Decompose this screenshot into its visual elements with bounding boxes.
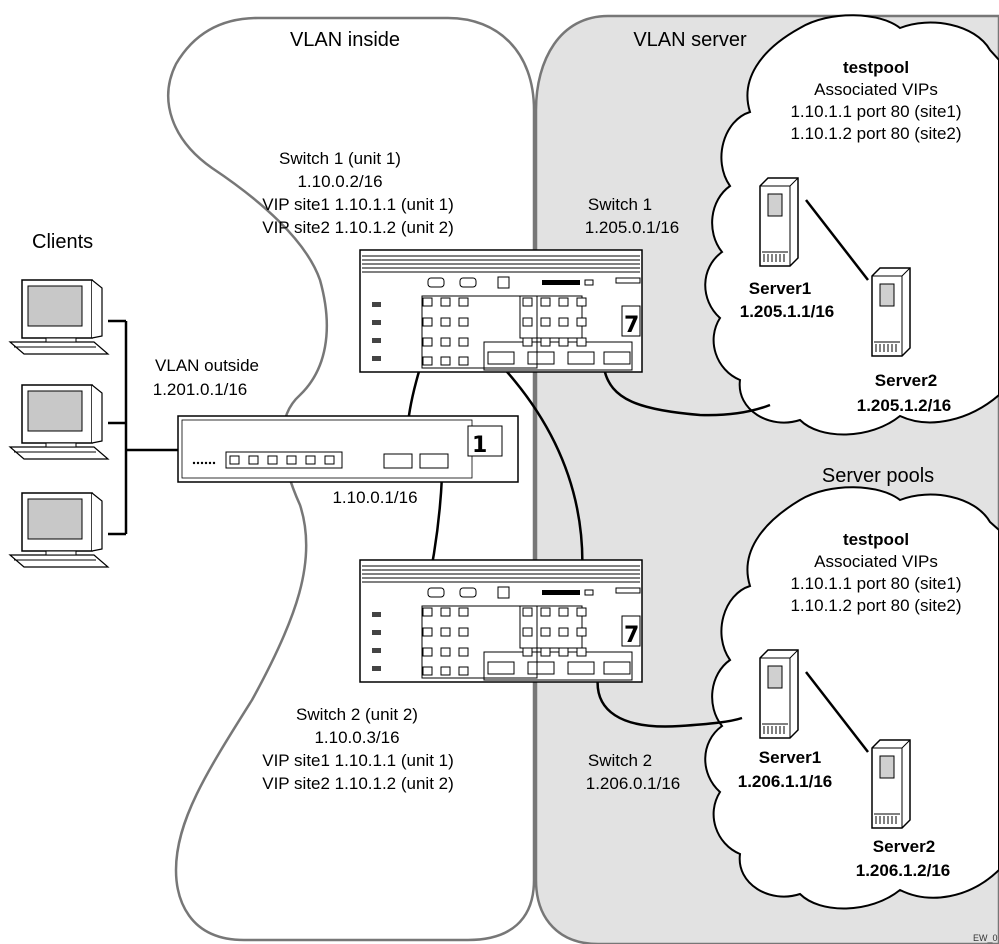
- server-pools-label: Server pools: [821, 465, 935, 487]
- switch2-inside-ip: 1.10.0.3/16: [314, 728, 400, 747]
- switch2-inside-name: Switch 2 (unit 2): [296, 705, 418, 724]
- switch2-server-name: Switch 2: [587, 751, 653, 770]
- pool2-vip1: 1.10.1.1 port 80 (site1): [790, 574, 962, 593]
- pool1-server2-name: Server2: [874, 371, 938, 390]
- clients-title: Clients: [32, 231, 94, 253]
- pool1-assoc-label: Associated VIPs: [814, 80, 938, 99]
- switch2-inside-vip1: VIP site1 1.10.1.1 (unit 1): [262, 751, 454, 770]
- pool1-server1-icon: [759, 177, 799, 267]
- pool2-name: testpool: [842, 530, 910, 549]
- client-computer-1: [9, 279, 109, 355]
- pool2-server2-name: Server2: [872, 837, 936, 856]
- pool1-server2-icon: [871, 267, 911, 357]
- figure-code: EW_0: [973, 933, 998, 943]
- pool2-server1-icon: [759, 649, 799, 739]
- vlan-outside-name: VLAN outside: [155, 356, 259, 375]
- switch-1-device: [359, 249, 643, 373]
- switch-2-device: [359, 559, 643, 683]
- center-switch-device: [177, 415, 519, 483]
- pool2-server1-ip: 1.206.1.1/16: [737, 772, 833, 791]
- pool1-vip2: 1.10.1.2 port 80 (site2): [790, 124, 962, 143]
- pool1-server2-ip: 1.205.1.2/16: [856, 396, 952, 415]
- switch2-server-ip: 1.206.0.1/16: [585, 774, 681, 793]
- switch1-inside-ip: 1.10.0.2/16: [297, 172, 383, 191]
- pool2-server2-icon: [871, 739, 911, 829]
- switch1-inside-vip1: VIP site1 1.10.1.1 (unit 1): [262, 195, 454, 214]
- pool2-server2-ip: 1.206.1.2/16: [855, 861, 951, 880]
- server-pool-cloud-2: [704, 486, 999, 910]
- pool1-server1-ip: 1.205.1.1/16: [739, 302, 835, 321]
- switch1-server-ip: 1.205.0.1/16: [584, 218, 680, 237]
- vlan-outside-ip: 1.201.0.1/16: [152, 380, 248, 399]
- switch1-server-name: Switch 1: [587, 195, 653, 214]
- switch1-inside-name: Switch 1 (unit 1): [279, 149, 401, 168]
- center-switch-ip: 1.10.0.1/16: [332, 488, 418, 507]
- pool1-vip1: 1.10.1.1 port 80 (site1): [790, 102, 962, 121]
- pool2-assoc-label: Associated VIPs: [814, 552, 938, 571]
- client-wiring: [108, 319, 180, 536]
- client-computer-3: [9, 492, 109, 568]
- pool2-vip2: 1.10.1.2 port 80 (site2): [790, 596, 962, 615]
- switch2-inside-vip2: VIP site2 1.10.1.2 (unit 2): [262, 774, 454, 793]
- pool1-server1-name: Server1: [748, 279, 812, 298]
- vlan-server-title: VLAN server: [633, 29, 747, 51]
- server-pool-cloud-1: [704, 14, 999, 436]
- pool2-server1-name: Server1: [758, 748, 822, 767]
- client-computer-2: [9, 384, 109, 460]
- vlan-inside-title: VLAN inside: [289, 29, 401, 51]
- pool1-name: testpool: [842, 58, 910, 77]
- switch1-inside-vip2: VIP site2 1.10.1.2 (unit 2): [262, 218, 454, 237]
